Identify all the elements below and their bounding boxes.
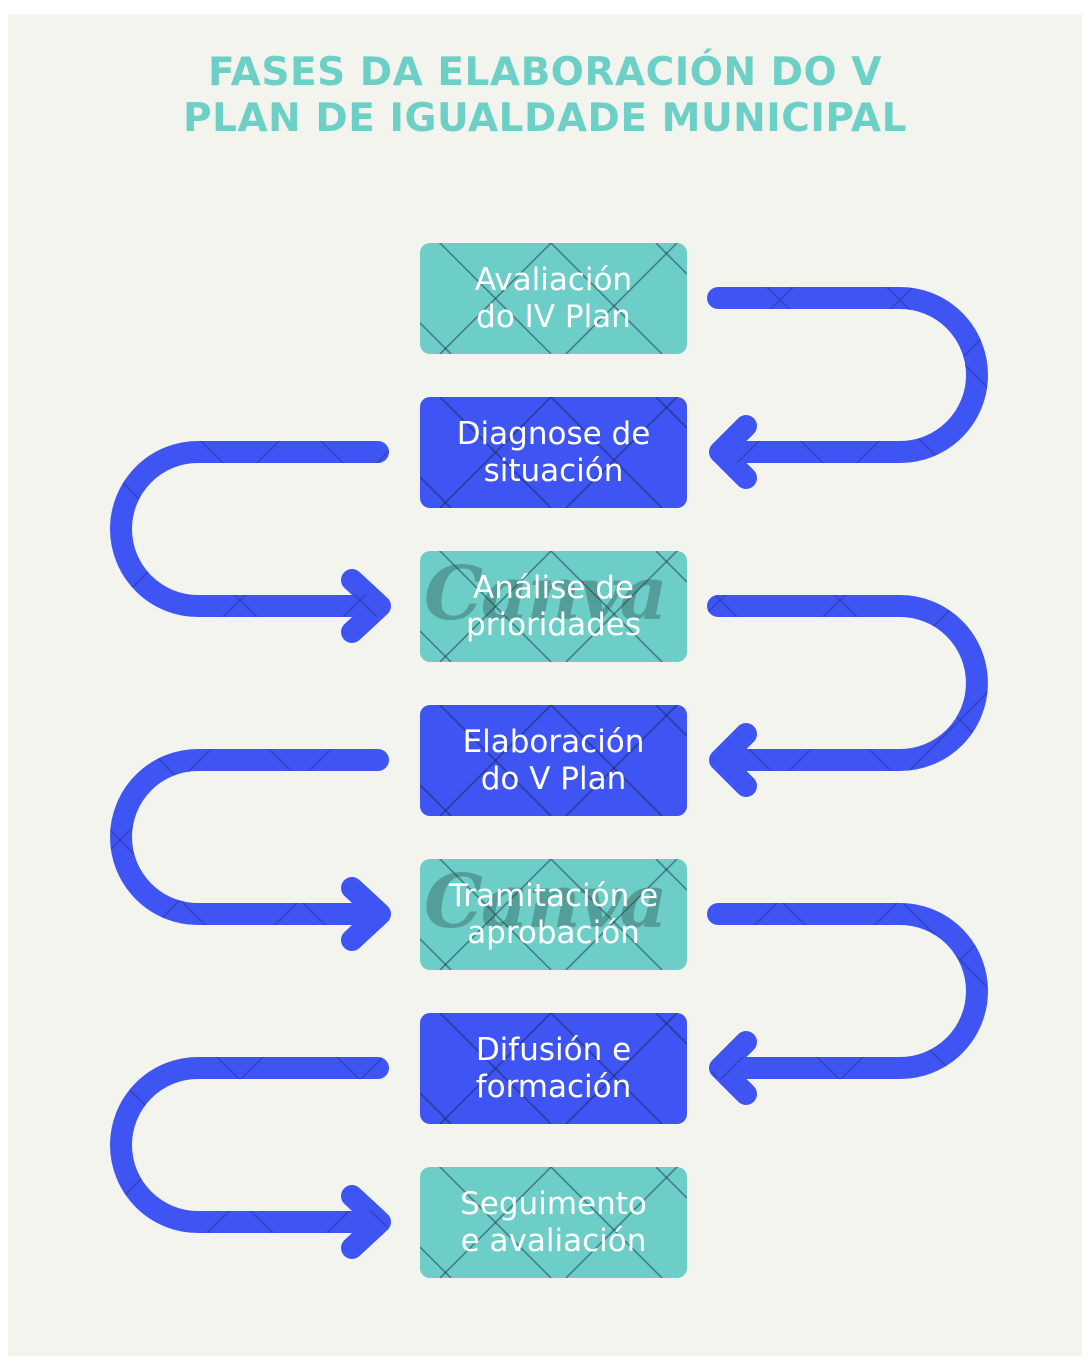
step-box-3: Canva Análise de prioridades xyxy=(420,551,687,662)
step-7-line-2: e avaliación xyxy=(460,1222,647,1259)
step-5-line-1: Tramitación e xyxy=(448,877,659,914)
canva-watermark: Canva xyxy=(424,551,668,637)
page-background xyxy=(8,14,1082,1356)
step-2-line-2: situación xyxy=(483,452,624,489)
step-4-line-1: Elaboración xyxy=(462,723,645,760)
step-box-4: Elaboración do V Plan xyxy=(420,705,687,816)
step-5-line-2: aprobación xyxy=(467,914,640,951)
step-box-1: Avaliación do IV Plan xyxy=(420,243,687,354)
step-box-5: Canva Tramitación e aprobación xyxy=(420,859,687,970)
step-6-line-2: formación xyxy=(475,1068,632,1105)
title-line-2: PLAN DE IGUALDADE MUNICIPAL xyxy=(183,96,907,141)
step-3-line-2: prioridades xyxy=(466,606,641,643)
step-3-line-1: Análise de xyxy=(473,569,634,606)
step-7-line-1: Seguimento xyxy=(460,1185,647,1222)
right-connector-arrow-1 xyxy=(707,287,988,463)
step-box-2: Diagnose de situación xyxy=(420,397,687,508)
right-connector-arrow-2 xyxy=(707,595,988,771)
step-box-7: Seguimento e avaliación xyxy=(420,1167,687,1278)
step-2-line-1: Diagnose de xyxy=(456,415,651,452)
canva-watermark: Canva xyxy=(424,859,668,945)
step-box-6: Difusión e formación xyxy=(420,1013,687,1124)
page-title: FASES DA ELABORACIÓN DO V PLAN DE IGUALD… xyxy=(0,50,1090,142)
title-line-1: FASES DA ELABORACIÓN DO V xyxy=(208,50,882,95)
step-6-line-1: Difusión e xyxy=(475,1031,632,1068)
step-1-line-1: Avaliación xyxy=(474,261,633,298)
step-4-line-2: do V Plan xyxy=(480,760,627,797)
step-1-line-2: do IV Plan xyxy=(476,298,631,335)
right-connector-arrow-3 xyxy=(707,903,988,1079)
